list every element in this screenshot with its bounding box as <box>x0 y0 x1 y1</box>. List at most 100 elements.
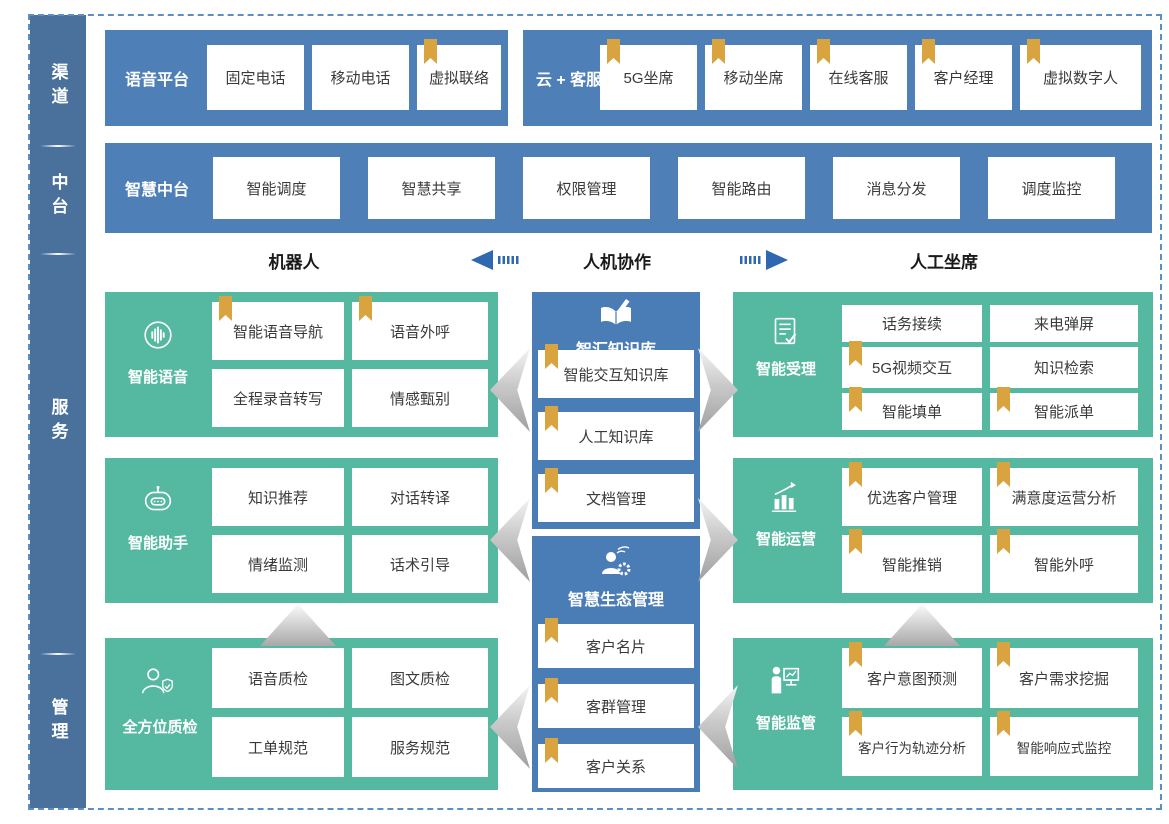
cell-label: 移动坐席 <box>723 70 784 87</box>
capability-cell: 客群管理 <box>538 678 694 728</box>
capability-cell: 客户关系 <box>538 738 694 788</box>
cell-label: 权限管理 <box>556 180 617 198</box>
cloud-service-bar: 云 + 客服 5G坐席 移动坐席 在线客服 客户经理 虚拟数字人 <box>523 30 1152 126</box>
supervision-board-icon <box>771 666 800 694</box>
voice-wave-icon <box>144 321 172 349</box>
cell-label: 移动电话 <box>330 70 391 87</box>
rail-divider <box>40 253 76 255</box>
cell-label: 知识推荐 <box>247 489 308 507</box>
block-label: 智能运营 <box>755 531 816 548</box>
capability-cell: 语音外呼 <box>352 296 488 360</box>
layer-rail: 渠道 中台 服务 管理 <box>30 15 86 808</box>
bookmark-icon <box>849 642 862 667</box>
capability-cell: 情绪监测 <box>212 535 344 593</box>
bookmark-icon <box>997 711 1010 736</box>
capability-cell: 移动坐席 <box>705 39 802 110</box>
rail-divider <box>40 653 76 655</box>
capability-cell: 智能填单 <box>842 387 982 430</box>
block-smart-assistant: 智能助手 知识推荐 对话转译 情绪监测 话术引导 <box>105 458 498 603</box>
bookmark-icon <box>359 296 372 321</box>
cell-label: 智能交互知识库 <box>563 366 669 384</box>
bookmark-icon <box>545 618 558 643</box>
cell-label: 在线客服 <box>828 70 889 87</box>
robot-icon <box>144 485 172 511</box>
block-knowledge-base: 智汇知识库 智能交互知识库 人工知识库 文档管理 <box>532 292 700 529</box>
voice-platform-label: 语音平台 <box>124 72 189 89</box>
capability-cell: 调度监控 <box>988 157 1115 219</box>
capability-cell: 知识检索 <box>990 347 1138 388</box>
cell-label: 智能响应式监控 <box>1016 740 1112 756</box>
bookmark-icon <box>219 296 232 321</box>
capability-cell: 知识推荐 <box>212 468 344 526</box>
cell-label: 客户意图预测 <box>866 670 957 688</box>
cell-label: 调度监控 <box>1021 180 1082 198</box>
bookmark-icon <box>997 387 1010 412</box>
document-check-icon <box>774 317 797 345</box>
knowledge-book-icon <box>601 299 631 325</box>
capability-cell: 5G坐席 <box>600 39 697 110</box>
bookmark-icon <box>545 738 558 763</box>
capability-cell: 智能外呼 <box>990 529 1138 593</box>
capability-cell: 优选客户管理 <box>842 462 982 526</box>
cell-label: 情绪监测 <box>247 556 308 574</box>
arrow-left-icon <box>471 250 519 270</box>
bookmark-icon <box>607 39 620 64</box>
bookmark-icon <box>849 387 862 412</box>
rail-label-service: 服务 <box>48 398 68 446</box>
cell-label: 图文质检 <box>389 670 450 688</box>
cell-label: 智慧共享 <box>401 180 462 198</box>
cell-label: 智能语音导航 <box>232 323 323 341</box>
chevron-right-icon <box>698 348 738 432</box>
capability-cell: 消息分发 <box>833 157 960 219</box>
growth-chart-icon <box>771 481 797 513</box>
bookmark-icon <box>849 711 862 736</box>
bookmark-icon <box>849 341 862 366</box>
block-label: 智能助手 <box>127 535 188 552</box>
capability-cell: 全程录音转写 <box>212 369 344 427</box>
capability-cell: 智能派单 <box>990 387 1138 430</box>
rail-label-management: 管理 <box>48 698 68 746</box>
capability-cell: 客户名片 <box>538 618 694 668</box>
voice-platform-bar: 语音平台 固定电话 移动电话 虚拟联络 <box>105 30 508 126</box>
bookmark-icon <box>712 39 725 64</box>
cell-label: 智能派单 <box>1033 404 1094 421</box>
bookmark-icon <box>997 529 1010 554</box>
cell-label: 客户需求挖掘 <box>1018 670 1109 688</box>
capability-cell: 固定电话 <box>207 45 304 110</box>
capability-cell: 客户需求挖掘 <box>990 642 1138 708</box>
block-label: 全方位质检 <box>122 719 198 736</box>
capability-cell: 语音质检 <box>212 648 344 708</box>
rail-divider <box>40 145 76 147</box>
block-label: 智慧生态管理 <box>567 592 664 609</box>
bookmark-icon <box>545 678 558 703</box>
cell-label: 人工知识库 <box>578 428 654 446</box>
cell-label: 工单规范 <box>247 739 308 757</box>
capability-cell: 权限管理 <box>523 157 650 219</box>
block-smart-voice: 智能语音 智能语音导航 语音外呼 全程录音转写 情感甄别 <box>105 292 498 437</box>
capability-cell: 客户意图预测 <box>842 642 982 708</box>
cell-label: 虚拟数字人 <box>1042 70 1118 87</box>
capability-cell: 智能响应式监控 <box>990 711 1138 776</box>
cell-label: 智能推销 <box>881 556 942 574</box>
capability-cell: 客户行为轨迹分析 <box>842 711 982 776</box>
bookmark-icon <box>545 344 558 369</box>
capability-cell: 在线客服 <box>810 39 907 110</box>
cell-label: 优选客户管理 <box>866 489 957 507</box>
section-header-collaboration: 人机协作 <box>583 253 651 272</box>
rail-label-midplatform: 中台 <box>48 173 68 221</box>
capability-cell: 智能路由 <box>678 157 805 219</box>
block-label: 智能语音 <box>127 369 188 386</box>
capability-cell: 情感甄别 <box>352 369 488 427</box>
capability-cell: 5G视频交互 <box>842 341 982 388</box>
block-label: 智能监管 <box>755 715 816 732</box>
midplatform-bar: 智慧中台 智能调度 智慧共享 权限管理 智能路由 消息分发 调度监控 <box>105 143 1152 233</box>
cell-label: 话术引导 <box>389 556 450 574</box>
cell-label: 对话转译 <box>389 489 450 507</box>
capability-cell: 对话转译 <box>352 468 488 526</box>
bookmark-icon <box>545 468 558 493</box>
bookmark-icon <box>849 462 862 487</box>
cell-label: 知识检索 <box>1033 360 1094 377</box>
cell-label: 5G视频交互 <box>871 360 952 377</box>
block-quality-inspection: 全方位质检 语音质检 图文质检 工单规范 服务规范 <box>105 638 498 790</box>
